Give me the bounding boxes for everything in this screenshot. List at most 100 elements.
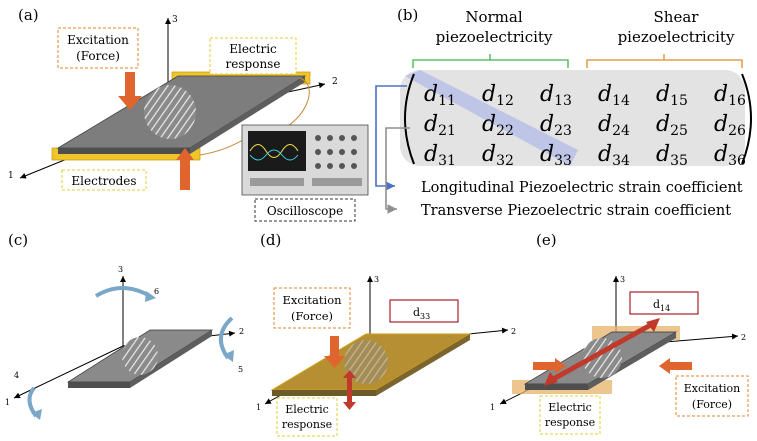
axis-3-label: 3 — [620, 275, 625, 284]
piezo-plate-edge — [130, 330, 212, 388]
matrix-cell-d23: d23 — [540, 112, 572, 139]
electric-response-label-1: Electric — [229, 42, 277, 56]
rotation-arrow-6-head — [145, 291, 156, 302]
shear-label-1: Shear — [654, 8, 700, 26]
matrix-right-paren — [741, 73, 752, 165]
d33-label: d33 — [413, 306, 430, 321]
panel-d-label: (d) — [260, 231, 281, 249]
axis-1-label: 1 — [256, 403, 261, 412]
excitation-arrow-down — [324, 336, 345, 368]
matrix-cell-d34: d34 — [598, 142, 630, 169]
transverse-label: Transverse Piezoelectric strain coeffici… — [421, 203, 731, 219]
oscilloscope-icon — [241, 124, 369, 196]
electric-response-label-2: response — [226, 57, 281, 71]
rotation-arrow-6 — [94, 286, 151, 298]
d14-label: d14 — [653, 298, 670, 313]
electric-response-label-2: response — [282, 418, 332, 431]
d33-box — [389, 299, 459, 323]
excitation-label-1: Excitation — [282, 293, 342, 307]
axis-4-label: 4 — [14, 371, 19, 380]
excitation-label-1: Excitation — [67, 33, 129, 47]
axis-2-label: 2 — [239, 327, 244, 336]
matrix-cell-d36: d36 — [714, 142, 746, 169]
axis-5-label: 5 — [238, 365, 243, 374]
excitation-label-2: (Force) — [692, 398, 732, 411]
axis-3-label: 3 — [374, 275, 379, 284]
excitation-box — [675, 375, 749, 417]
excitation-arrow-up — [176, 148, 194, 190]
matrix-cell-d13: d13 — [540, 82, 572, 109]
excitation-box — [57, 27, 139, 69]
panel-e: (e) 3 2 1 d14 Electric response — [490, 231, 749, 435]
panel-b-label: (b) — [397, 6, 418, 24]
normal-label-2: piezoelectricity — [436, 28, 553, 46]
hatched-region — [122, 337, 158, 375]
excitation-arrow-right — [533, 358, 566, 374]
panel-a-label: (a) — [18, 6, 39, 24]
panel-c: (c) 3 2 1 6 5 4 — [5, 231, 244, 420]
transverse-connector — [385, 127, 410, 214]
piezo-plate-side — [58, 148, 190, 154]
axis-1-label: 1 — [5, 398, 10, 407]
hatched-region — [144, 85, 196, 139]
matrix-cell-d16: d16 — [714, 82, 746, 109]
matrix-left-paren — [404, 73, 415, 165]
matrix-cell-d22: d22 — [482, 112, 514, 139]
matrix-cell-d21: d21 — [424, 112, 456, 139]
matrix-cell-d33: d33 — [540, 142, 572, 169]
excitation-arrow-down — [118, 72, 142, 110]
matrix-background — [400, 70, 745, 166]
shear-label-2: piezoelectricity — [618, 28, 735, 46]
piezo-plate-side — [68, 382, 130, 388]
panel-e-label: (e) — [536, 231, 557, 249]
panel-d: (d) 3 2 1 Excitation (Force) d33 Electri… — [256, 231, 516, 437]
normal-bracket — [412, 54, 569, 68]
axis-2-label: 2 — [741, 333, 746, 342]
rotation-arrow-5-head — [223, 350, 234, 362]
normal-label-1: Normal — [465, 8, 522, 26]
excitation-arrow-left — [659, 358, 692, 374]
matrix-cell-d12: d12 — [482, 82, 514, 109]
matrix-cell-d15: d15 — [656, 82, 688, 109]
electric-response-label-1: Electric — [285, 403, 329, 416]
electrodes-box — [61, 169, 147, 191]
piezo-plate-edge — [376, 334, 470, 396]
longitudinal-label: Longitudinal Piezoelectric strain coeffi… — [421, 180, 743, 196]
electric-response-arrow — [343, 370, 356, 410]
excitation-label-1: Excitation — [684, 382, 741, 395]
d14-box — [629, 291, 699, 315]
longitudinal-highlight — [405, 70, 578, 166]
electric-response-box — [276, 397, 338, 437]
rotation-arrow-4-head — [31, 409, 42, 420]
piezo-plate-side — [525, 384, 588, 390]
hatched-region — [344, 340, 388, 384]
excitation-box — [273, 287, 351, 329]
matrix-cell-d25: d25 — [656, 112, 688, 139]
piezo-plate-side — [272, 390, 376, 396]
axis-2-label: 2 — [332, 77, 338, 87]
shear-bracket — [586, 54, 743, 68]
matrix-cell-d35: d35 — [656, 142, 688, 169]
panel-c-label: (c) — [8, 231, 28, 249]
panel-b: (b) Normal piezoelectricity Shear piezoe… — [375, 6, 752, 219]
electric-response-label-1: Electric — [548, 401, 592, 414]
axis-3-label: 3 — [118, 265, 123, 274]
matrix-cell-d11: d11 — [424, 82, 456, 109]
axis-1-label: 1 — [490, 403, 495, 412]
matrix-cell-d14: d14 — [598, 82, 630, 109]
piezo-plate-edge — [190, 76, 305, 154]
matrix-cell-d31: d31 — [424, 142, 456, 169]
electric-response-box — [539, 395, 601, 435]
electrodes-label: Electrodes — [71, 174, 136, 188]
matrix-cell-d24: d24 — [598, 112, 630, 139]
shear-response-arrow — [544, 318, 660, 386]
excitation-label-2: (Force) — [291, 309, 333, 323]
matrix-cell-d26: d26 — [714, 112, 746, 139]
oscilloscope-box — [254, 198, 356, 222]
axis-2-label: 2 — [511, 327, 516, 336]
matrix-cells: d11 d12 d13 d14 d15 d16 d21 d22 d23 d24 d25 d26 d31 d… — [424, 82, 746, 169]
matrix-cell-d32: d32 — [482, 142, 514, 169]
axis-3-label: 3 — [172, 15, 178, 25]
electric-response-label-2: response — [545, 416, 595, 429]
